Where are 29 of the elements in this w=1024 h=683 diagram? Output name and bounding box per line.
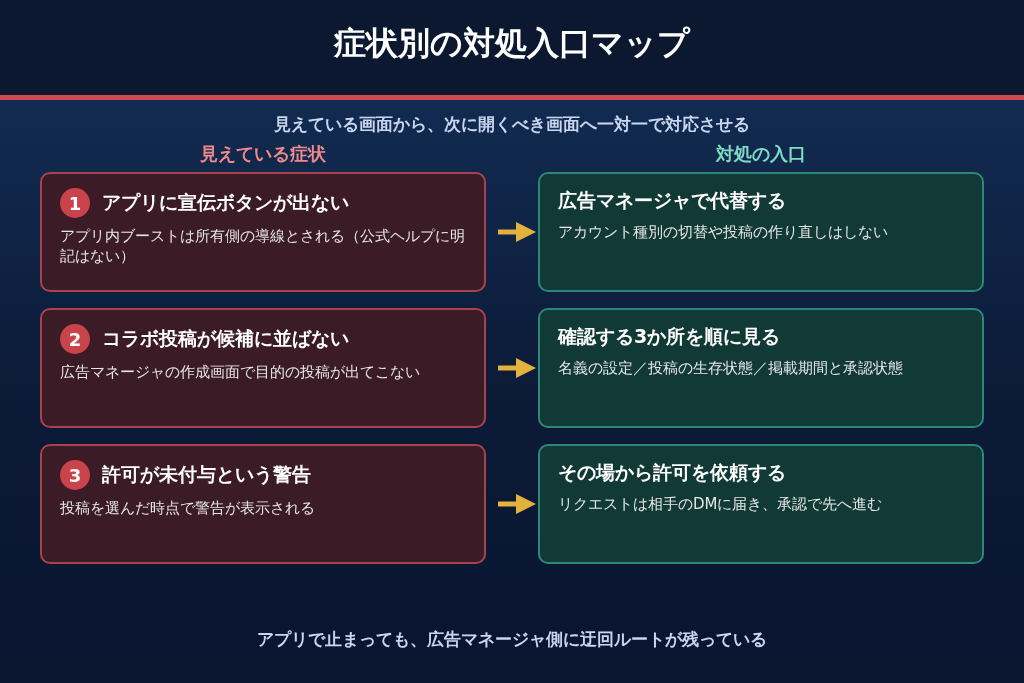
card-heading: 許可が未付与という警告 xyxy=(102,462,311,487)
card-heading: 広告マネージャで代替する xyxy=(558,188,787,213)
footer-note: アプリで止まっても、広告マネージャ側に迂回ルートが残っている xyxy=(256,628,768,651)
card-description: 広告マネージャの作成画面で目的の投稿が出てこない xyxy=(60,362,421,383)
card-description: リクエストは相手のDMに届き、承認で先へ進む xyxy=(558,494,884,515)
arrow xyxy=(498,494,536,514)
remedy-card xyxy=(538,172,984,292)
card-description: アカウント種別の切替や投稿の作り直しはしない xyxy=(558,222,889,243)
card-description: 投稿を選んだ時点で警告が表示される xyxy=(60,498,316,519)
arrow xyxy=(498,222,536,242)
card-heading: コラボ投稿が候補に並ばない xyxy=(102,326,349,351)
arrow xyxy=(498,358,536,378)
card-description: アプリ内ブーストは所有側の導線とされる（公式ヘルプに明記はない） xyxy=(60,226,466,267)
subtitle: 見えている画面から、次に開くべき画面へ一対一で対応させる xyxy=(273,113,751,136)
symptom-card xyxy=(40,308,486,428)
symptom-card xyxy=(40,444,486,564)
remedy-card xyxy=(538,308,984,428)
number-badge: 1 xyxy=(60,188,90,218)
number-badge: 3 xyxy=(60,460,90,490)
remedy-card xyxy=(538,444,984,564)
column-heading: 見えている症状 xyxy=(199,142,327,166)
card-heading: アプリに宣伝ボタンが出ない xyxy=(102,190,349,215)
column-heading: 対処の入口 xyxy=(714,142,807,166)
number-badge: 2 xyxy=(60,324,90,354)
symptom-card xyxy=(40,172,486,292)
card-heading: その場から許可を依頼する xyxy=(558,460,787,485)
card-description: 名義の設定／投稿の生存状態／掲載期間と承認状態 xyxy=(558,358,904,379)
card-heading: 確認する3か所を順に見る xyxy=(558,324,782,349)
title: 症状別の対処入口マップ xyxy=(332,23,692,64)
